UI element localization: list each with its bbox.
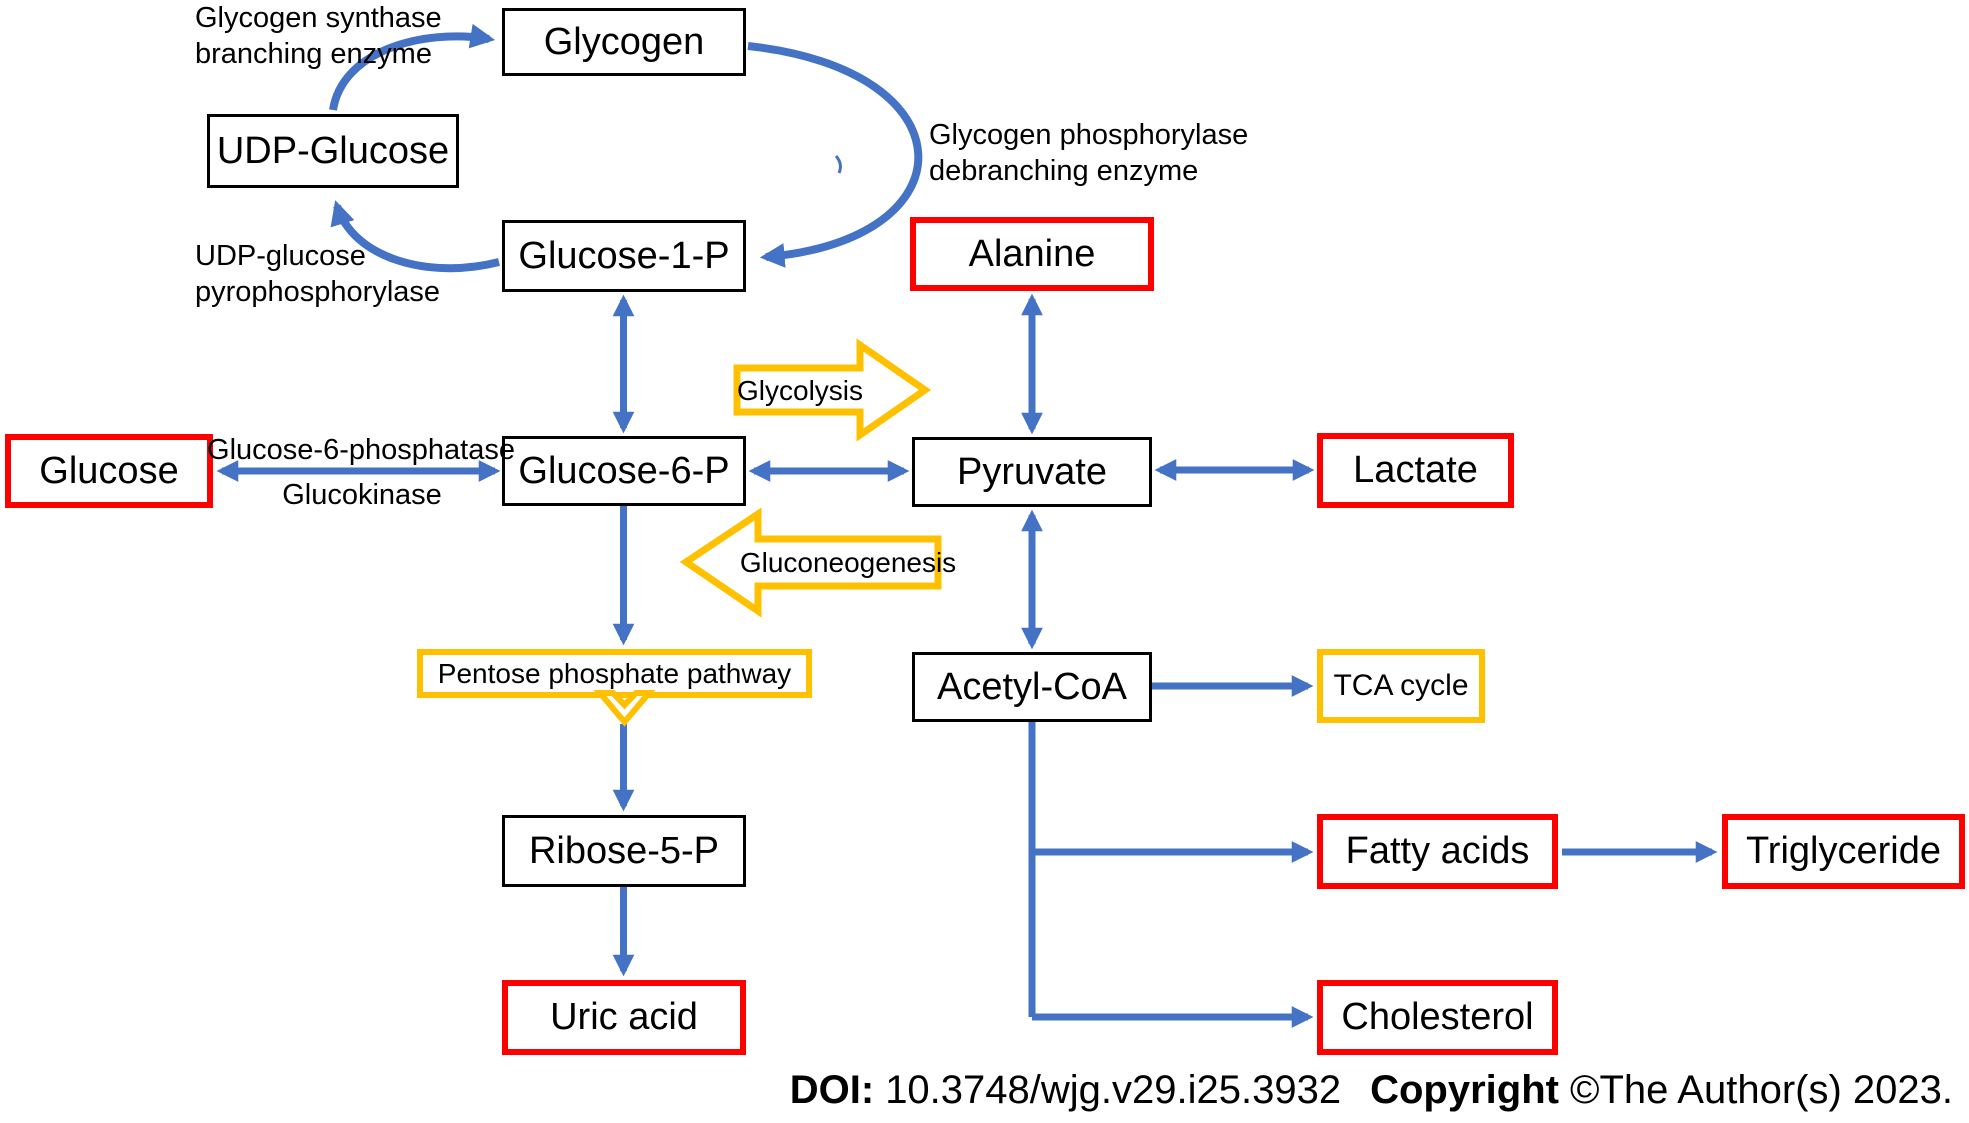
doi-value: 10.3748/wjg.v29.i25.3932 bbox=[885, 1068, 1342, 1112]
node-alanine: Alanine bbox=[910, 217, 1154, 291]
stray-mark bbox=[834, 155, 842, 174]
node-uric-acid: Uric acid bbox=[502, 980, 746, 1055]
label-line: UDP-glucose bbox=[195, 240, 366, 272]
footer-citation: DOI: 10.3748/wjg.v29.i25.3932 Copyright … bbox=[790, 1068, 1953, 1113]
arc-glycogen-glucose1p bbox=[747, 42, 923, 268]
label-line: Glycogen phosphorylase bbox=[929, 119, 1249, 151]
node-ribose-5-p: Ribose-5-P bbox=[502, 815, 746, 887]
label-glycolysis: Glycolysis bbox=[736, 375, 864, 406]
label-gluconeogenesis: Gluconeogenesis bbox=[739, 547, 957, 578]
node-acetyl-coa: Acetyl-CoA bbox=[912, 652, 1152, 722]
copyright-value: ©The Author(s) 2023. bbox=[1569, 1068, 1953, 1112]
label-line: Glycogen synthase bbox=[195, 2, 442, 34]
label-udp-glucose-pyrophosphorylase: UDP-glucose pyrophosphorylase bbox=[195, 238, 440, 310]
copyright-label: Copyright bbox=[1370, 1068, 1559, 1112]
node-glucose-1-p: Glucose-1-P bbox=[502, 220, 746, 292]
label-glucose-6-phosphatase: Glucose-6-phosphatase bbox=[207, 434, 515, 466]
node-fatty-acids: Fatty acids bbox=[1317, 814, 1558, 889]
node-tca-cycle: TCA cycle bbox=[1317, 649, 1485, 723]
pentose-phosphate-pathway-label: Pentose phosphate pathway bbox=[437, 657, 792, 689]
label-glycogen-phosphorylase: Glycogen phosphorylase debranching enzym… bbox=[929, 117, 1248, 189]
label-line: branching enzyme bbox=[195, 38, 432, 70]
node-pyruvate: Pyruvate bbox=[912, 437, 1152, 507]
node-lactate: Lactate bbox=[1317, 433, 1514, 508]
doi-label: DOI: bbox=[789, 1068, 875, 1112]
label-glycogen-synthase: Glycogen synthase branching enzyme bbox=[195, 0, 442, 72]
node-glycogen: Glycogen bbox=[502, 8, 746, 76]
label-line: pyrophosphorylase bbox=[195, 276, 441, 308]
node-cholesterol: Cholesterol bbox=[1317, 980, 1558, 1055]
label-line: debranching enzyme bbox=[929, 155, 1199, 187]
label-glucokinase: Glucokinase bbox=[282, 479, 442, 511]
node-triglyceride: Triglyceride bbox=[1722, 814, 1965, 889]
node-glucose-6-p: Glucose-6-P bbox=[502, 436, 746, 506]
pentose-phosphate-pathway-box: Pentose phosphate pathway bbox=[417, 649, 812, 698]
node-glucose: Glucose bbox=[5, 434, 213, 508]
node-udp-glucose: UDP-Glucose bbox=[207, 114, 459, 188]
